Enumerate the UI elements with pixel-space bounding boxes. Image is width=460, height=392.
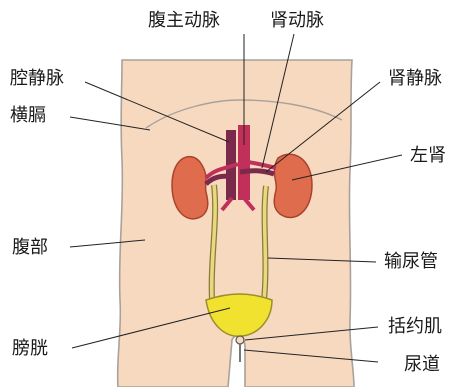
label-sphincter: 括约肌 [388,318,442,336]
label-renal-artery: 肾动脉 [270,12,324,30]
sphincter-ring [236,336,244,344]
label-ureter: 输尿管 [384,253,438,271]
label-renal-vein: 肾静脉 [388,70,442,88]
label-bladder: 膀胱 [12,340,48,358]
left-kidney-shape [274,154,312,217]
right-ureter-fill [264,186,266,300]
label-diaphragm: 横膈 [10,107,46,125]
torso-silhouette [118,60,354,387]
label-vena-cava: 腔静脉 [10,70,64,88]
right-kidney-shape [172,157,208,219]
label-abdominal-aorta: 腹主动脉 [148,12,220,30]
label-abdomen: 腹部 [12,239,48,257]
label-left-kidney: 左肾 [410,147,446,165]
label-urethra: 尿道 [404,356,440,374]
